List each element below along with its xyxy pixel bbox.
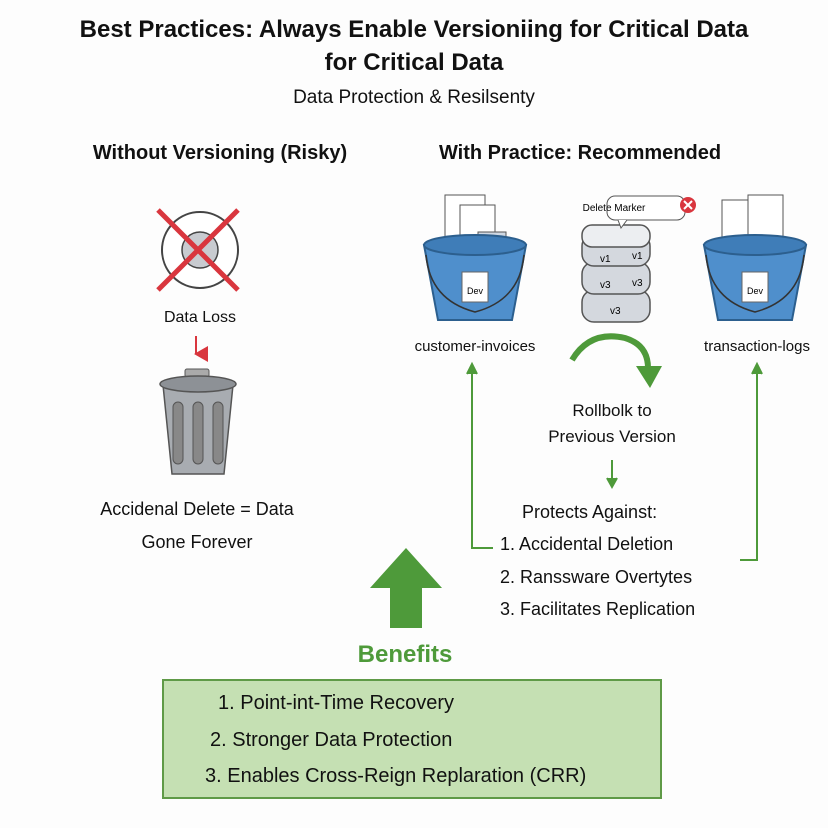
benefits-heading: Benefits [357,641,453,668]
right-heading: With Practice: Recommended [438,142,722,164]
connector-lines [466,361,763,561]
rollback-curved-arrow [569,333,662,388]
protects-item: 3. Facilitates Replication [500,599,696,619]
version-label: v1 [600,254,611,265]
benefit-item: 2. Stronger Data Protection [210,729,453,751]
benefit-item: 1. Point-int-Time Recovery [218,692,454,714]
bucket-icon-left [422,194,528,321]
left-desc-1: Accidenal Delete = Data [100,499,294,519]
left-desc-2: Gone Forever [141,532,253,552]
benefits-box [162,679,662,799]
protects-heading: Protects Against: [522,502,658,522]
bucket-tag: Dev [467,286,484,296]
bucket-icon-right [702,194,808,321]
version-label: v3 [632,278,643,289]
version-label: v3 [600,280,611,291]
big-up-arrow [370,548,442,628]
protects-item: 1. Accidental Deletion [500,534,674,554]
rollback-label-2: Previous Version [548,427,676,446]
version-label: v3 [610,306,621,317]
versions-stack-icon [581,195,696,323]
benefit-item: 3. Enables Cross-Reign Replaration (CRR) [205,765,587,787]
data-loss-label: Data Loss [163,309,237,326]
no-data-icon [156,208,240,292]
bucket-label-transaction-logs: transaction-logs [704,338,810,355]
bucket-label-customer-invoices: customer-invoices [414,338,536,355]
title-line-2: for Critical Data [324,49,504,76]
rollback-label-1: Rollbolk to [572,401,652,420]
left-heading: Without Versioning (Risky) [92,142,348,164]
version-label: v1 [632,251,643,262]
protects-item: 2. Ranssware Overtytes [500,567,693,587]
trash-can-icon [159,368,237,475]
subtitle: Data Protection & Resilsenty [293,87,535,108]
delete-marker-label: Delete Marker [583,203,646,214]
bucket-tag: Dev [747,286,764,296]
title-line-1: Best Practices: Always Enable Versioniin… [79,16,749,43]
